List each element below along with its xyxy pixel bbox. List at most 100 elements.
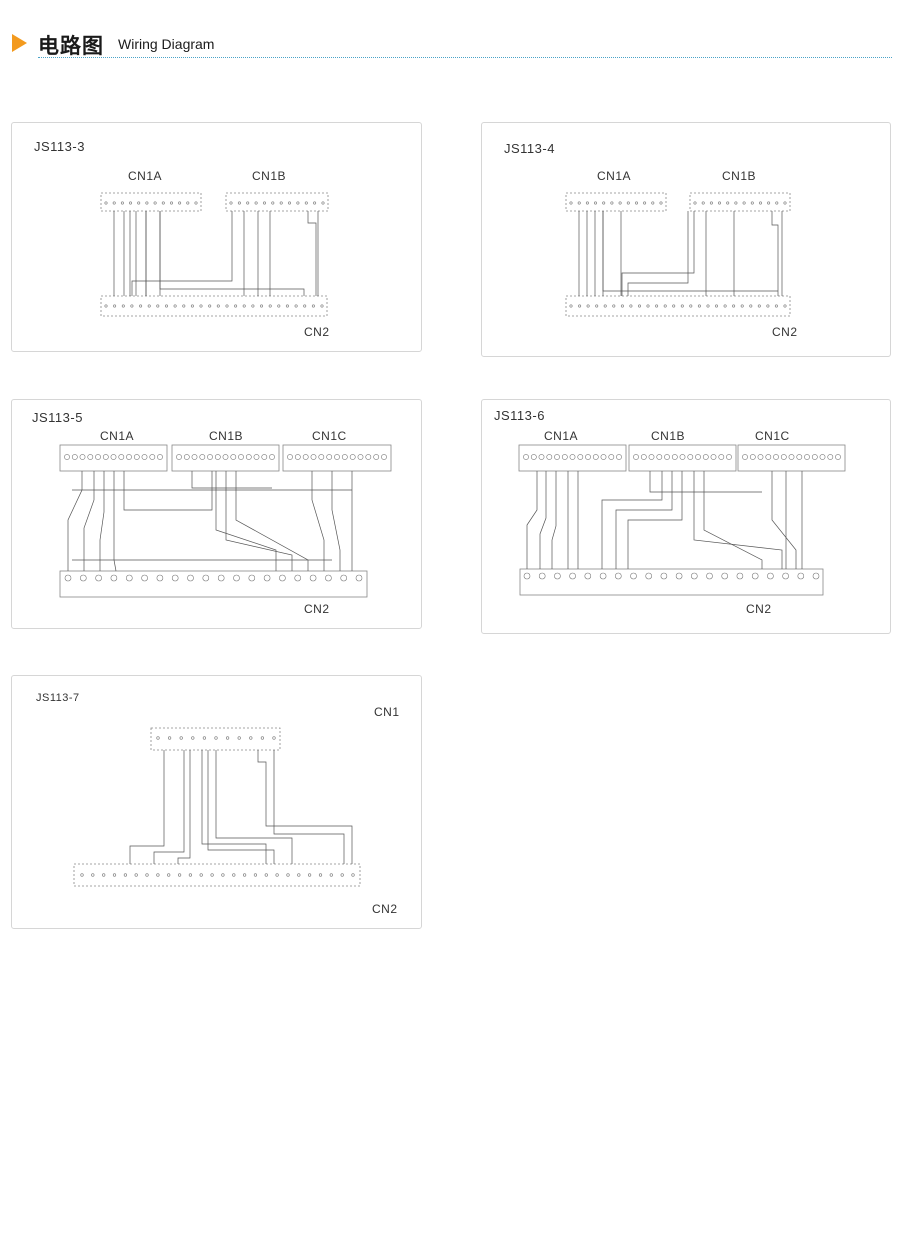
pin	[600, 454, 607, 460]
pin	[773, 454, 779, 460]
pin	[620, 304, 624, 308]
pin	[311, 304, 315, 308]
pin	[286, 873, 290, 877]
pin	[325, 574, 332, 582]
pin	[64, 574, 72, 582]
connector-label-cn2: CN2	[772, 325, 798, 339]
pin	[141, 454, 148, 460]
pin	[616, 454, 622, 460]
pin	[608, 454, 615, 460]
pin	[130, 304, 134, 308]
pin	[287, 454, 293, 460]
pin	[248, 574, 256, 582]
pin	[237, 201, 241, 205]
pin	[659, 201, 663, 205]
pin	[640, 454, 647, 460]
pin	[797, 572, 805, 580]
connector-label-cn1a: CN1A	[544, 429, 579, 443]
pin	[110, 454, 117, 460]
pin	[326, 454, 333, 460]
connector-outline	[565, 295, 791, 317]
pin	[157, 454, 163, 460]
wiring-diagram-js113-5	[59, 444, 392, 598]
pin	[80, 873, 84, 877]
pin	[523, 572, 531, 580]
pin	[695, 454, 701, 460]
pin	[675, 572, 683, 580]
wire	[627, 211, 689, 296]
pin	[221, 873, 225, 877]
pin	[595, 304, 599, 308]
pin	[207, 454, 213, 460]
connector-label-cn1b: CN1B	[722, 169, 757, 183]
connector-outline	[59, 444, 168, 472]
pin	[630, 572, 637, 580]
section-title-cn: 电路图	[38, 34, 104, 58]
pin	[757, 454, 764, 460]
pin	[718, 454, 725, 460]
pin	[357, 454, 364, 460]
pin	[671, 454, 678, 460]
pin	[118, 454, 125, 460]
pin	[71, 454, 78, 460]
connector-outline	[59, 570, 368, 598]
pin	[253, 873, 257, 877]
pin	[334, 454, 340, 460]
pin	[230, 454, 237, 460]
wire	[331, 471, 341, 571]
pin	[112, 873, 117, 877]
play-arrow-icon	[12, 34, 27, 52]
pin	[214, 454, 221, 460]
pin	[294, 304, 298, 308]
pin	[643, 201, 647, 205]
pin	[102, 873, 106, 877]
pin	[554, 572, 561, 580]
wire	[526, 471, 538, 569]
pin	[199, 873, 203, 877]
pin	[294, 454, 301, 460]
panel-js113-7: JS113-7 CN1 CN2	[11, 675, 422, 929]
pin	[161, 201, 165, 205]
pin	[133, 454, 140, 460]
pin	[740, 304, 744, 308]
pin	[110, 574, 118, 582]
pin	[251, 304, 255, 308]
wire	[129, 750, 165, 864]
wire	[601, 471, 663, 569]
pin	[321, 201, 325, 205]
connector-outline	[737, 444, 846, 472]
pin	[285, 304, 289, 308]
panel-js113-3: JS113-3 CN1A CN1B CN2	[11, 122, 422, 352]
wire	[201, 750, 267, 864]
pin	[578, 304, 582, 308]
pin	[102, 454, 109, 460]
pin	[603, 304, 607, 308]
pin	[672, 304, 676, 308]
pin	[87, 454, 94, 460]
pin	[199, 304, 203, 308]
pin	[79, 454, 86, 460]
pin	[156, 304, 160, 308]
pin	[612, 304, 616, 308]
pin	[229, 201, 233, 205]
pin	[95, 454, 101, 460]
pin	[309, 574, 317, 582]
pin	[263, 574, 271, 582]
pin	[577, 201, 581, 205]
pin	[750, 201, 754, 205]
pin	[104, 201, 108, 205]
pin	[112, 201, 116, 205]
pin	[168, 736, 172, 740]
pin	[238, 454, 244, 460]
pin	[318, 454, 325, 460]
pin	[554, 454, 560, 460]
pin	[243, 873, 247, 877]
pin	[651, 201, 655, 205]
pin	[749, 304, 753, 308]
connector-label-cn1b: CN1B	[651, 429, 686, 443]
pin	[226, 736, 230, 740]
pin	[758, 201, 762, 205]
pin	[633, 454, 639, 460]
connector-outline	[628, 444, 737, 472]
pin	[706, 572, 713, 580]
